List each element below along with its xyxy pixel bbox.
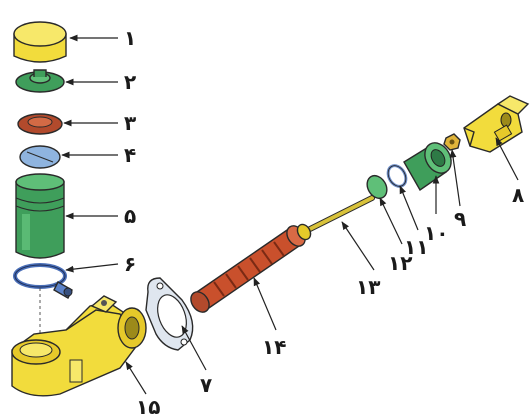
leader-lines	[61, 34, 519, 395]
part-13-push-rod	[296, 195, 375, 241]
part-15-cylinder-body	[11, 295, 147, 397]
part-3-seal	[17, 113, 63, 135]
label-part-15: ۱۵	[136, 395, 160, 419]
label-part-7: ۷	[200, 373, 212, 397]
part-labels: ۱ ۲ ۳ ۴ ۵ ۶ ۷ ۸ ۹ ۱۰ ۱۱ ۱۲ ۱۳ ۱۴ ۱۵	[124, 26, 524, 419]
label-part-8: ۸	[512, 183, 524, 207]
label-part-10: ۱۰	[424, 221, 448, 245]
label-part-6: ۶	[124, 252, 136, 276]
label-part-3: ۳	[124, 111, 136, 135]
label-part-5: ۵	[124, 204, 136, 228]
label-part-9: ۹	[454, 207, 466, 231]
label-part-14: ۱۴	[262, 335, 286, 359]
part-6-clamp	[13, 263, 73, 336]
label-part-13: ۱۳	[356, 275, 380, 299]
part-1-reservoir-cap	[13, 21, 67, 63]
label-part-11: ۱۱	[404, 235, 428, 259]
part-7-gasket	[145, 277, 194, 351]
part-5-reservoir	[15, 173, 65, 259]
label-part-2: ۲	[124, 70, 136, 94]
part-8-clevis	[463, 95, 530, 153]
part-10-boot	[403, 142, 452, 192]
label-part-12: ۱۲	[388, 251, 412, 275]
part-9-nut	[443, 133, 461, 151]
label-part-1: ۱	[124, 26, 136, 50]
part-14-spring-piston	[190, 225, 306, 313]
label-part-4: ۴	[124, 143, 136, 167]
part-11-ring	[386, 164, 408, 188]
part-4-disk	[19, 145, 61, 169]
part-2-diaphragm	[15, 69, 65, 93]
